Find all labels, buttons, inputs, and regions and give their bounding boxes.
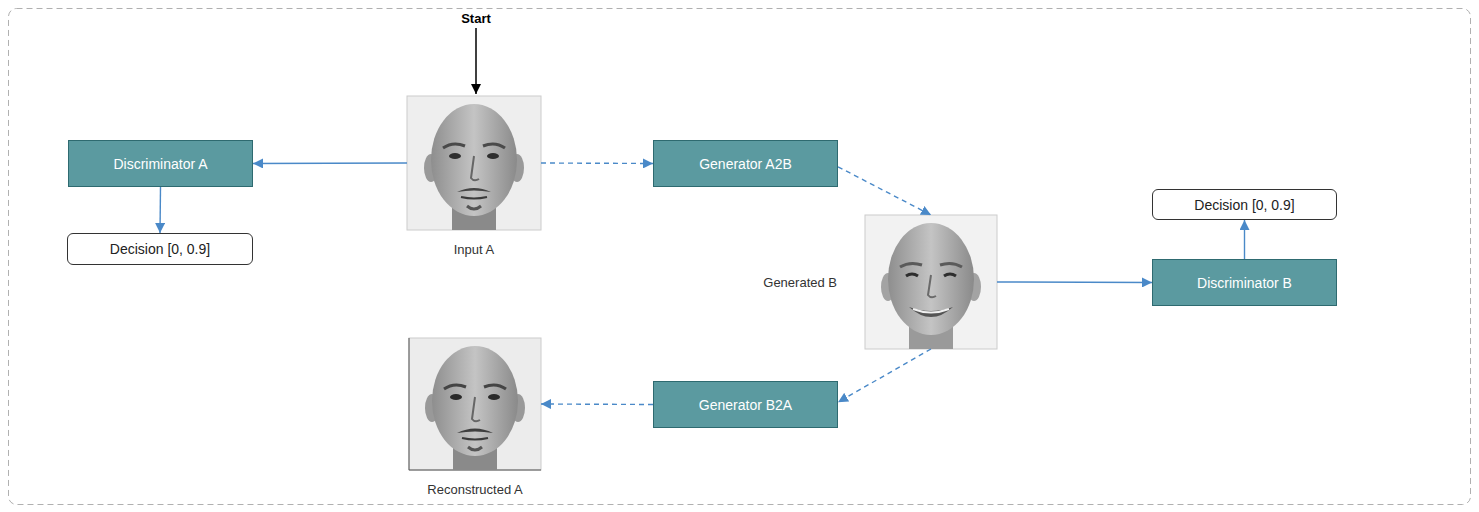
process-box: Discriminator A (68, 140, 253, 187)
decision-box: Decision [0, 0.9] (67, 233, 253, 265)
node-label: Discriminator B (1197, 275, 1292, 291)
start-label: Start (461, 11, 491, 26)
process-box: Generator B2A (653, 381, 838, 428)
image-node: Reconstructed A (409, 338, 541, 470)
node-label: Decision [0, 0.9] (110, 241, 210, 257)
decision-box: Decision [0, 0.9] (1152, 189, 1337, 220)
node-label: Reconstructed A (427, 482, 522, 497)
generator-flow-arrow (838, 349, 931, 402)
discriminator-flow-arrow (159, 187, 161, 233)
process-box: Generator A2B (653, 140, 838, 187)
discriminator-flow-arrow (253, 162, 407, 164)
node-label: Discriminator A (113, 156, 207, 172)
generator-flow-arrow (838, 167, 931, 215)
node-label: Generator A2B (699, 156, 792, 172)
generator-flow-arrow (541, 162, 653, 164)
face-image (407, 96, 541, 230)
face-image (409, 338, 541, 470)
discriminator-flow-arrow (1244, 220, 1245, 259)
outer-frame (9, 9, 1471, 505)
face-image (865, 215, 997, 349)
image-node: Input A (407, 96, 541, 230)
node-label: Input A (454, 242, 494, 257)
process-box: Discriminator B (1152, 259, 1337, 306)
node-label: Generator B2A (699, 397, 792, 413)
node-label: Generated B (763, 275, 837, 290)
discriminator-flow-arrow (997, 281, 1152, 283)
generator-flow-arrow (541, 403, 653, 405)
image-node: Generated B (865, 215, 997, 349)
node-label: Decision [0, 0.9] (1194, 197, 1294, 213)
start-arrow (475, 28, 477, 94)
